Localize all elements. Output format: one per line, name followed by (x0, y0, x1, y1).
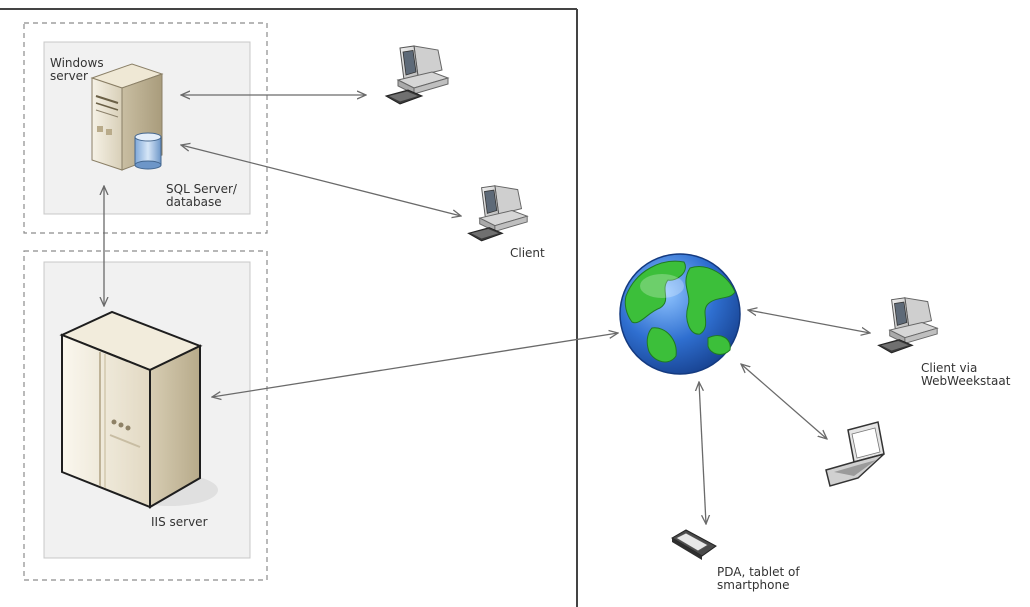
windows-server-container (23, 22, 268, 234)
client-web-label: Client via WebWeekstaat (921, 361, 1011, 388)
arrow-internet-laptop (741, 364, 827, 439)
windows-server-label: Windows server (50, 56, 104, 83)
globe-icon (619, 253, 741, 375)
iis-server-container (23, 250, 268, 581)
sql-server-label: SQL Server/ database (166, 182, 237, 209)
pda-icon (671, 529, 717, 560)
tower-server-icon (90, 63, 164, 171)
database-cylinder-icon (134, 132, 162, 170)
pda-label: PDA, tablet of smartphone (717, 565, 800, 592)
iis-server-label: IIS server (151, 515, 208, 529)
large-server-icon (59, 310, 218, 509)
arrow-internet-client (748, 310, 870, 333)
desktop-computer-icon (385, 45, 449, 105)
laptop-icon (825, 421, 885, 487)
desktop-computer-icon (467, 185, 528, 242)
arrow-internet-pda (699, 382, 706, 524)
desktop-computer-icon (877, 297, 938, 354)
arrow-server-client2 (181, 145, 461, 216)
arrow-iis-internet (212, 333, 618, 397)
client-label: Client (510, 246, 545, 260)
